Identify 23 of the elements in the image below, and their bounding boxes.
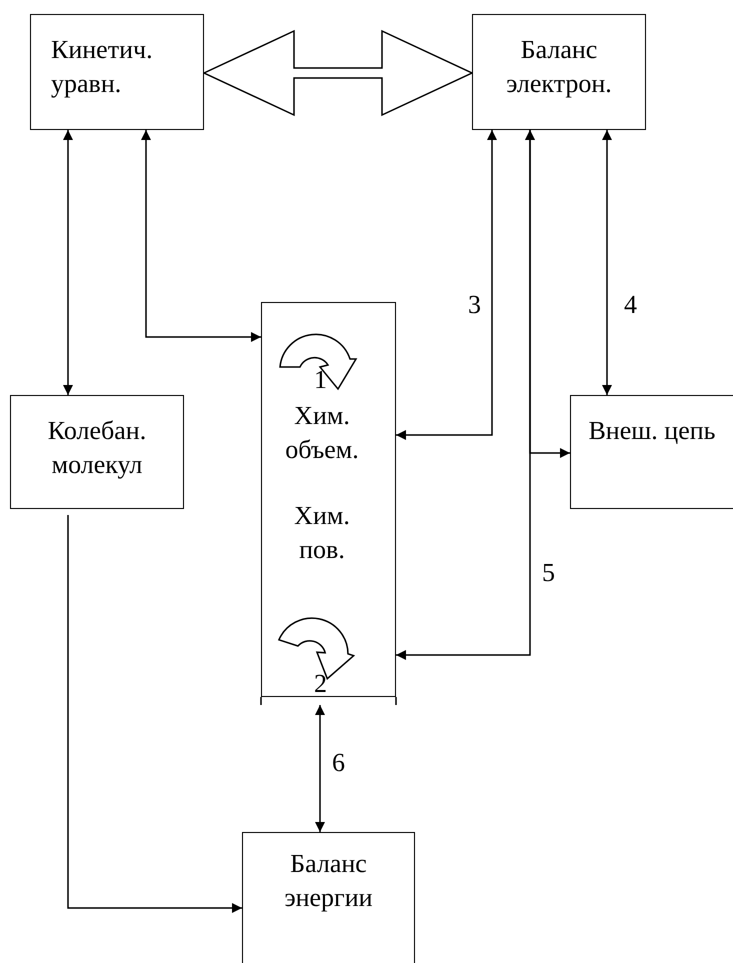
process-box (10, 395, 184, 509)
process-box (472, 14, 646, 130)
callout-number: 2 (314, 668, 327, 700)
block-arrow (202, 30, 474, 116)
arrow (396, 130, 497, 440)
arrow (141, 130, 261, 342)
node-text: Баланс энергии (283, 848, 374, 914)
process-box (570, 395, 733, 509)
arrow (63, 130, 73, 395)
node-text: Баланс электрон. (505, 34, 613, 100)
arrow (315, 705, 325, 832)
arrow (396, 130, 535, 660)
process-box (30, 14, 204, 130)
arrow (602, 130, 612, 395)
column-box (261, 302, 396, 697)
callout-number: 1 (314, 364, 327, 396)
node-text: Хим. объем. (284, 400, 360, 466)
node-text: Кинетич. уравн. (51, 34, 154, 100)
arrow (67, 515, 242, 913)
node-text: Колебан. молекул (46, 415, 148, 481)
process-box (242, 832, 415, 963)
node-text: Хим. пов. (293, 500, 351, 566)
node-text: Внеш. цепь (587, 415, 717, 447)
